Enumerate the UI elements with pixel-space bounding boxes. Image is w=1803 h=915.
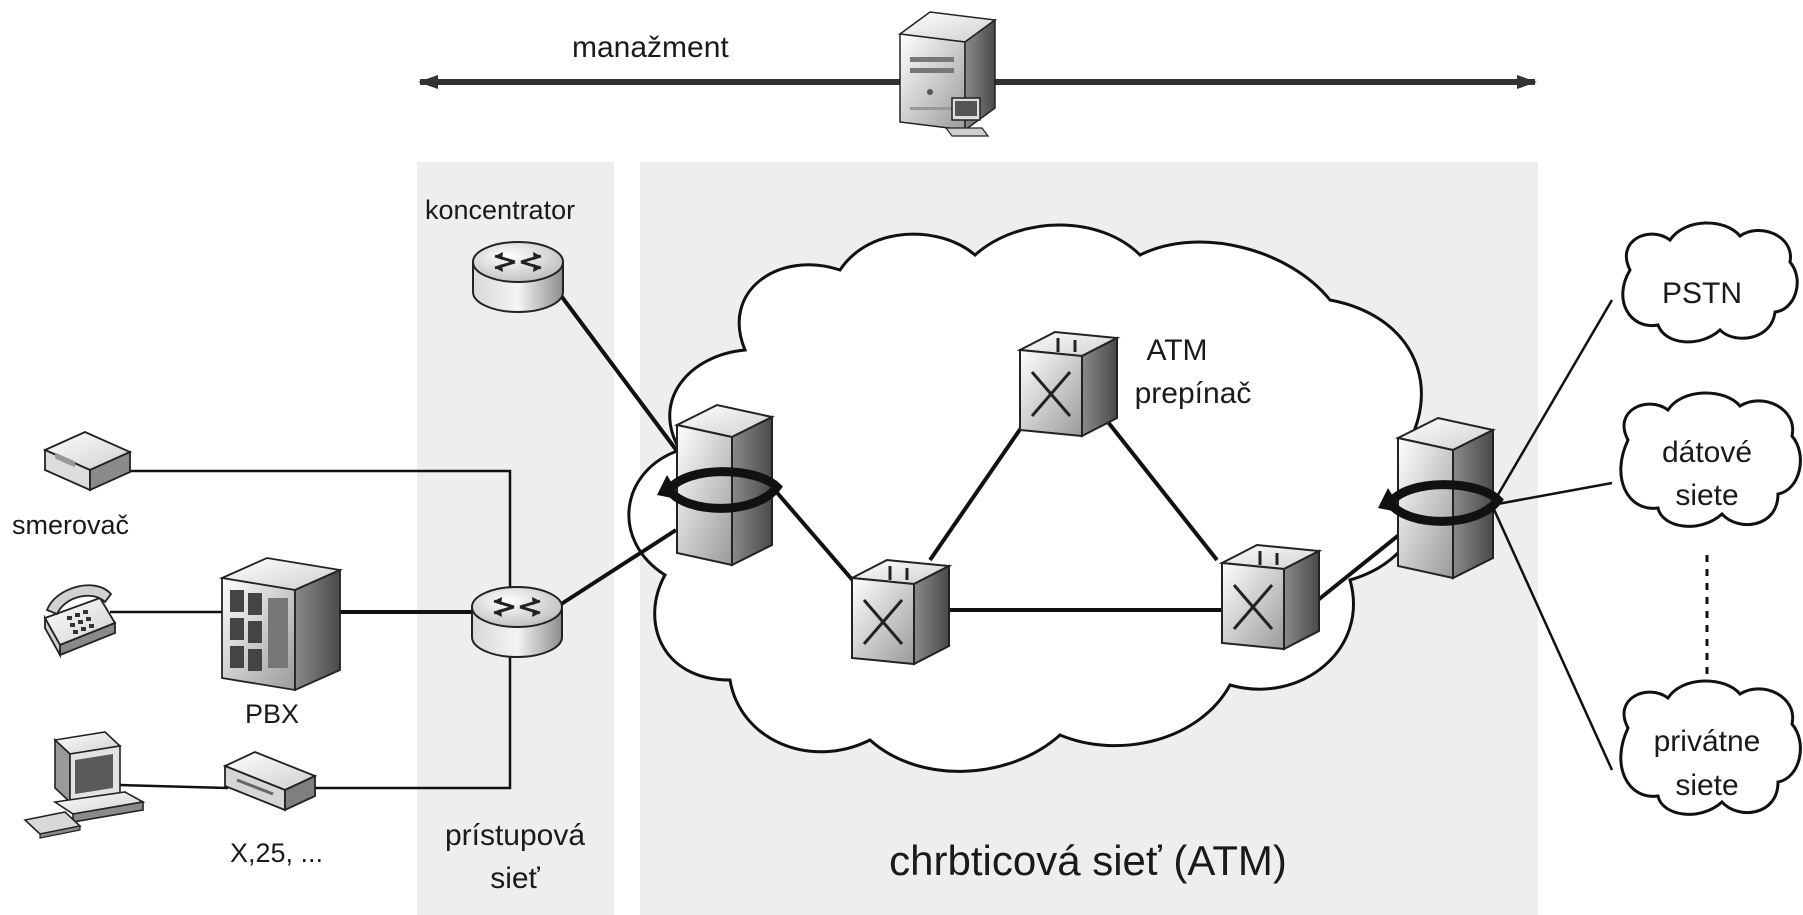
- pbx-icon[interactable]: [218, 557, 344, 692]
- connections: [110, 283, 1709, 790]
- management-server-icon[interactable]: [898, 11, 997, 137]
- access-network-label-line2: sieť: [490, 862, 540, 895]
- pstn-label: PSTN: [1662, 277, 1742, 310]
- data-networks-label: dátové: [1662, 436, 1752, 469]
- data-networks-label-line2: siete: [1675, 479, 1738, 512]
- edge-switch-right-icon[interactable]: [1378, 416, 1504, 580]
- private-networks-cloud: [1619, 679, 1802, 816]
- private-networks-label-line2: siete: [1675, 769, 1738, 802]
- router-icon[interactable]: [42, 431, 133, 492]
- workstation-icon[interactable]: [23, 731, 146, 839]
- telephone-icon[interactable]: [43, 584, 117, 659]
- atm-switch-top-icon[interactable]: [1016, 330, 1121, 438]
- management-label: manažment: [572, 31, 729, 64]
- pbx-label: PBX: [245, 699, 299, 729]
- atm-switch-right-icon[interactable]: [1218, 543, 1323, 651]
- concentrator-label: koncentrator: [425, 195, 575, 225]
- atm-switch-label: ATM: [1146, 334, 1207, 367]
- atm-switch-left-icon[interactable]: [848, 558, 953, 666]
- atm-switch-label-line2: prepínač: [1135, 377, 1252, 410]
- concentrator-router-icon[interactable]: [472, 241, 564, 313]
- data-networks-cloud: [1619, 391, 1802, 528]
- access-router-icon[interactable]: [471, 586, 563, 658]
- x25-device-icon[interactable]: [222, 751, 318, 812]
- access-network-label: prístupová: [445, 819, 585, 852]
- edge-switch-left-icon[interactable]: [657, 403, 783, 567]
- x25-label: X,25, ...: [230, 838, 323, 868]
- router-label: smerovač: [12, 510, 129, 540]
- private-networks-label: privátne: [1654, 725, 1761, 758]
- pstn-cloud: [1621, 221, 1799, 344]
- backbone-label: chrbticová sieť (ATM): [889, 837, 1287, 884]
